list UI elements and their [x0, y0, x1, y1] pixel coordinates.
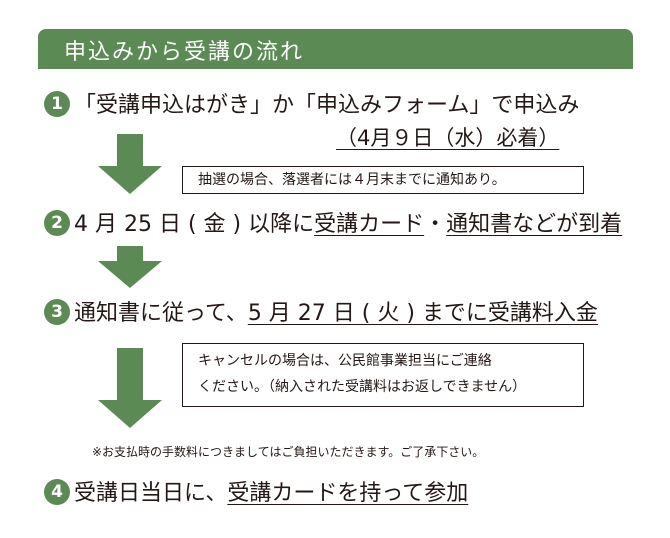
step-number-1: 1 [44, 91, 70, 117]
footnote: ※お支払時の手数料につきましてはご負担いただきます。ご了承下さい。 [92, 445, 485, 459]
step-number-2: 2 [44, 210, 70, 236]
step-1-text: 「受講申込はがき」か「申込みフォーム」で申込み [74, 93, 580, 118]
note-1-text: 抽選の場合、落選者には４月末までに通知あり。 [198, 172, 506, 188]
step-1-deadline: （4月９日（水）必着） [336, 126, 560, 150]
step-3-payment-link: 5 月 27 日 ( 火 ) までに受講料入金 [247, 301, 598, 326]
step-2-separator: ・ [424, 212, 447, 237]
section-title: 申込みから受講の流れ [64, 40, 305, 65]
step-4-text: 受講日当日に、 [74, 481, 228, 506]
step-4-attend-link: 受講カードを持って参加 [227, 481, 469, 506]
step-2-card-link: 受講カード [314, 212, 425, 237]
down-arrow-icon [98, 348, 162, 428]
down-arrow-icon [98, 246, 162, 288]
step-number-4: 4 [44, 479, 70, 505]
note-1-box: 抽選の場合、落選者には４月末までに通知あり。 [182, 166, 584, 194]
section-header: 申込みから受講の流れ [38, 29, 633, 69]
down-arrow-icon [98, 134, 162, 194]
note-3-box: キャンセルの場合は、公民館事業担当にご連絡 ください。（納入された受講料はお返し… [182, 343, 584, 407]
step-number-3: 3 [44, 299, 70, 325]
note-3-line-2: ください。（納入された受講料はお返しできません） [198, 379, 527, 395]
step-3-text: 通知書に従って、 [74, 301, 248, 326]
step-2-text: 4 月 25 日 ( 金 ) 以降に [74, 212, 315, 237]
note-3-line-1: キャンセルの場合は、公民館事業担当にご連絡 [198, 353, 492, 369]
step-1: 1「受講申込はがき」か「申込みフォーム」で申込み [44, 91, 580, 120]
step-2-notice-link: 通知書などが到着 [446, 212, 623, 237]
